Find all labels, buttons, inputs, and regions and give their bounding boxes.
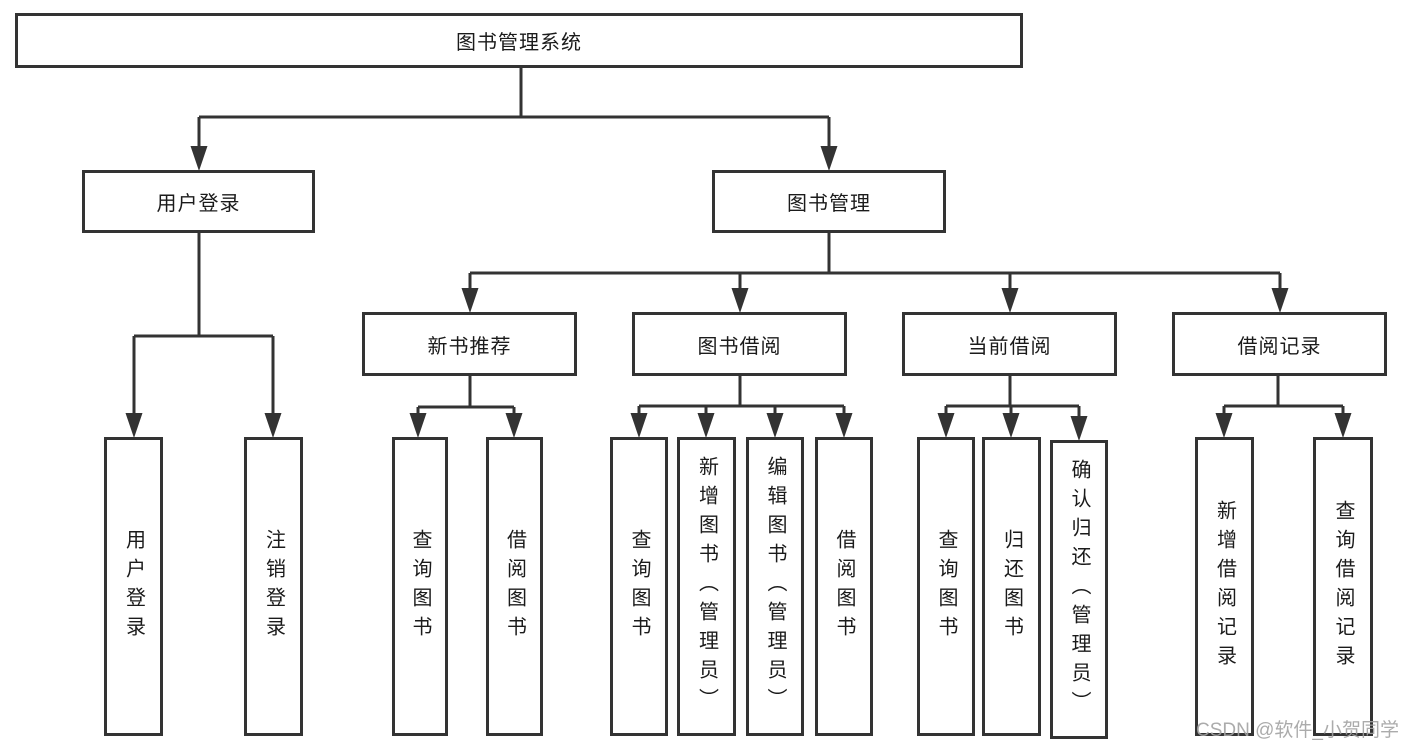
- arrowheads: [125, 146, 1352, 441]
- leaf-add-borrow-record-label: 新增借阅记录: [1213, 499, 1236, 674]
- leaf-return-books: 归还图书: [982, 437, 1041, 736]
- node-user-login: 用户登录: [82, 170, 315, 233]
- leaf-user-login: 用户登录: [104, 437, 163, 736]
- leaf-query-books-newbook: 查询图书: [392, 437, 448, 736]
- node-book-management-label: 图书管理: [787, 193, 871, 215]
- leaf-borrow-books-label: 借阅图书: [833, 528, 855, 645]
- leaf-edit-books-admin-label: 编辑图书（管理员）: [764, 456, 786, 717]
- leaf-confirm-return-admin-label: 确认归还（管理员）: [1068, 459, 1090, 720]
- node-root-label: 图书管理系统: [456, 32, 582, 54]
- leaf-query-borrow-record: 查询借阅记录: [1313, 437, 1373, 736]
- node-user-login-label: 用户登录: [156, 193, 241, 215]
- leaf-add-books-admin: 新增图书（管理员）: [677, 437, 736, 736]
- leaf-query-books-current: 查询图书: [917, 437, 975, 736]
- leaf-confirm-return-admin: 确认归还（管理员）: [1050, 440, 1108, 739]
- leaf-logout-label: 注销登录: [262, 528, 285, 645]
- leaf-query-books-borrow-label: 查询图书: [628, 528, 650, 645]
- csdn-watermark: CSDN @软件_小贺同学: [1196, 720, 1399, 741]
- node-book-management: 图书管理: [712, 170, 946, 233]
- node-book-borrowing-label: 图书借阅: [697, 335, 782, 358]
- node-current-borrowing: 当前借阅: [902, 312, 1117, 376]
- leaf-return-books-label: 归还图书: [1000, 528, 1023, 645]
- node-new-book-recommend: 新书推荐: [362, 312, 577, 376]
- node-borrowing-records: 借阅记录: [1172, 312, 1387, 376]
- leaf-query-books-borrow: 查询图书: [610, 437, 668, 736]
- leaf-query-books-current-label: 查询图书: [935, 528, 957, 645]
- node-book-borrowing: 图书借阅: [632, 312, 847, 376]
- leaf-query-books-newbook-label: 查询图书: [409, 528, 431, 645]
- leaf-borrow-books-newbook: 借阅图书: [486, 437, 543, 736]
- leaf-borrow-books: 借阅图书: [815, 437, 873, 736]
- leaf-logout: 注销登录: [244, 437, 303, 736]
- leaf-query-borrow-record-label: 查询借阅记录: [1332, 499, 1354, 674]
- node-new-book-recommend-label: 新书推荐: [427, 335, 512, 358]
- leaf-add-borrow-record: 新增借阅记录: [1195, 437, 1254, 736]
- node-borrowing-records-label: 借阅记录: [1237, 335, 1322, 358]
- node-root-library-system: 图书管理系统: [15, 13, 1023, 68]
- node-current-borrowing-label: 当前借阅: [967, 335, 1052, 358]
- leaf-add-books-admin-label: 新增图书（管理员）: [695, 456, 718, 717]
- leaf-edit-books-admin: 编辑图书（管理员）: [746, 437, 804, 736]
- leaf-borrow-books-newbook-label: 借阅图书: [503, 528, 526, 645]
- leaf-user-login-label: 用户登录: [122, 528, 145, 645]
